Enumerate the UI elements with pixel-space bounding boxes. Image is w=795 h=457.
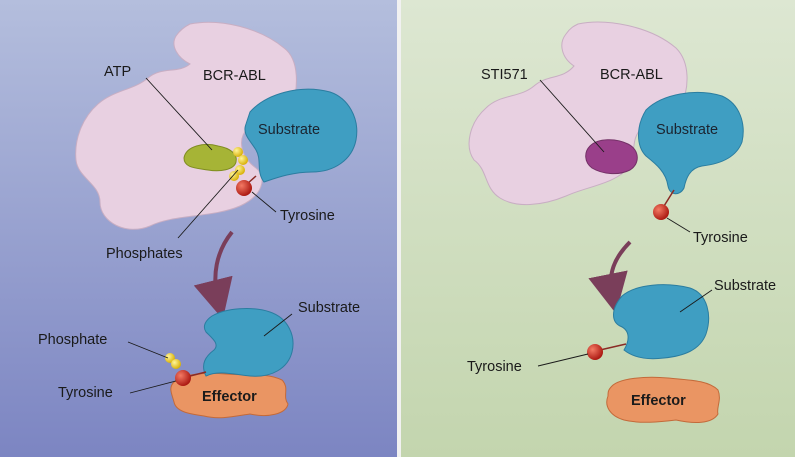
reaction-arrow-left <box>193 230 234 320</box>
tyrosine-ball <box>236 180 252 196</box>
tyrosine-top-right-label: Tyrosine <box>693 230 748 246</box>
left-panel: ATP BCR-ABL Substrate Tyrosine Phosphate… <box>0 0 397 457</box>
phosphate-dot <box>229 171 239 181</box>
tyrosine-bottom-right-ball <box>587 344 603 360</box>
substrate-top-shape <box>244 88 358 183</box>
phosphate-dot <box>238 155 248 165</box>
substrate-bottom-right-label: Substrate <box>714 278 776 294</box>
atp-leader <box>145 77 213 151</box>
substrate-bottom-right-shape <box>613 284 710 360</box>
substrate-bottom-right-leader <box>679 289 713 313</box>
tyrosine-top-right-stalk <box>663 189 675 207</box>
sti571-shape <box>585 139 638 175</box>
kinase-label: BCR-ABL <box>203 68 266 84</box>
atp-shape <box>183 144 237 172</box>
sti571-label: STI571 <box>481 67 528 83</box>
effector-right-label: Effector <box>631 393 686 409</box>
effector-left-label: Effector <box>202 389 257 405</box>
effector-left-shape <box>170 372 289 419</box>
effector-right-shape <box>606 376 720 423</box>
tyrosine-bottom-right-stalk <box>599 343 627 351</box>
phosphates-label: Phosphates <box>106 246 183 262</box>
tyrosine-bottom-left-stalk <box>189 371 207 377</box>
tyrosine-top-right-leader <box>666 217 691 233</box>
substrate-top-right-label: Substrate <box>656 122 718 138</box>
tyrosine-top-right-ball <box>653 204 669 220</box>
panel-divider <box>397 0 401 457</box>
substrate-bottom-left-shape <box>203 308 294 377</box>
reaction-arrow-right <box>588 240 632 314</box>
substrate-bottom-left-label: Substrate <box>298 300 360 316</box>
tyrosine-top-leader <box>251 191 277 213</box>
tyrosine-bottom-left-ball <box>175 370 191 386</box>
tyrosine-bottom-right-label: Tyrosine <box>467 359 522 375</box>
phosphate-bottom-dot <box>171 359 181 369</box>
tyrosine-bottom-left-label: Tyrosine <box>58 385 113 401</box>
phosphate-dot <box>233 147 243 157</box>
substrate-top-label: Substrate <box>258 122 320 138</box>
substrate-bottom-left-leader <box>263 313 293 337</box>
tyrosine-top-label: Tyrosine <box>280 208 335 224</box>
tyrosine-bottom-left-leader <box>129 380 177 394</box>
substrate-top-right-shape <box>638 91 744 195</box>
tyrosine-bottom-right-leader <box>537 353 589 367</box>
kinase-right-label: BCR-ABL <box>600 67 663 83</box>
phosphates-leader <box>177 169 239 239</box>
phosphate-leader <box>127 341 169 359</box>
right-panel: STI571 BCR-ABL Substrate Tyrosine Substr… <box>401 0 795 457</box>
atp-label: ATP <box>104 64 131 80</box>
phosphate-label: Phosphate <box>38 332 107 348</box>
sti571-leader <box>539 79 605 153</box>
